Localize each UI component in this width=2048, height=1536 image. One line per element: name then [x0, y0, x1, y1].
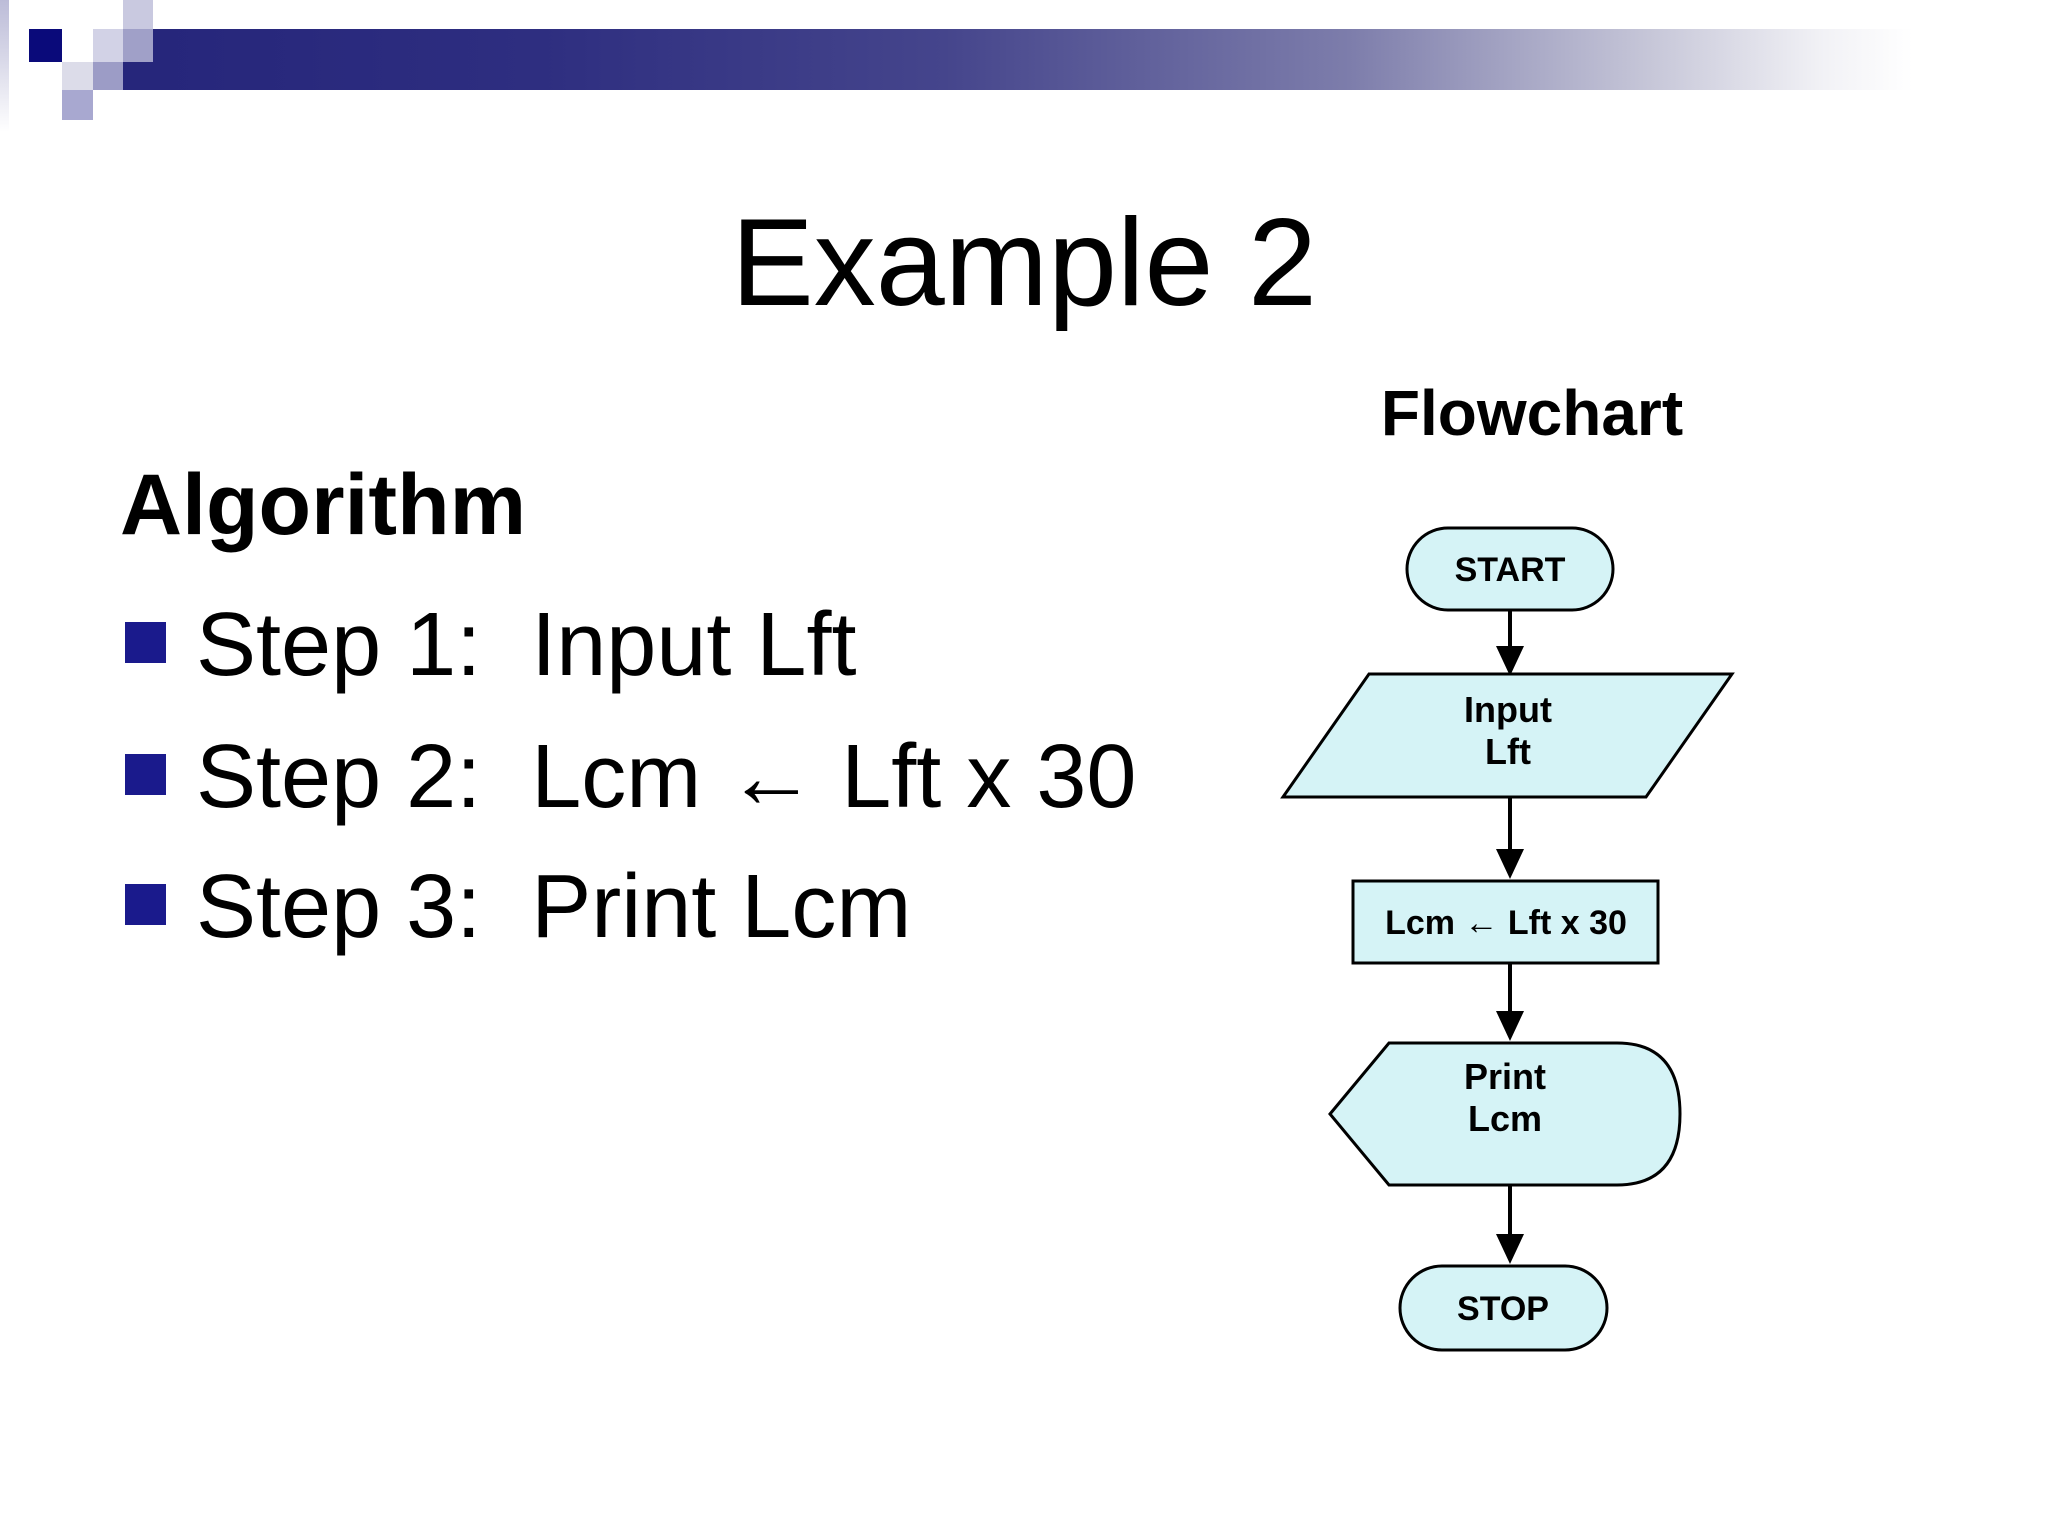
- arrow-input-to-process: [1496, 797, 1524, 879]
- arrow-print-to-stop: [1496, 1185, 1524, 1264]
- deco-bar-step: [123, 62, 154, 90]
- header-gradient-bar: [153, 29, 1913, 90]
- flowchart-heading: Flowchart: [1380, 377, 1684, 449]
- stop-terminator-shape: [1398, 1264, 1609, 1352]
- process-label: Lcm ← Lft x 30: [1385, 904, 1627, 942]
- stop-label: STOP: [1457, 1290, 1549, 1328]
- bullet-square-icon: [125, 884, 166, 925]
- deco-square-dark: [29, 29, 62, 62]
- step-3-text: Step 3: Print Lcm: [196, 857, 912, 957]
- deco-square-light: [93, 29, 123, 62]
- input-label-line2: Lft: [1485, 731, 1531, 772]
- step-2-text: Step 2: Lcm ← Lft x 30: [196, 727, 1137, 827]
- deco-square-medium-b: [93, 62, 123, 90]
- flowchart-diagram: START Input Lft Lcm ← Lft x 30 Print Lcm: [1280, 526, 1735, 1352]
- bullet-square-icon: [125, 754, 166, 795]
- slide-title: Example 2: [731, 194, 1317, 332]
- print-label-line1: Print: [1464, 1056, 1546, 1097]
- print-label-line2: Lcm: [1468, 1098, 1542, 1139]
- algorithm-step-row: Step 2: Lcm ← Lft x 30: [125, 730, 1136, 825]
- arrowhead-icon: [1496, 849, 1524, 879]
- print-display-shape: [1328, 1041, 1682, 1187]
- algorithm-heading: Algorithm: [120, 457, 527, 553]
- arrowhead-icon: [1496, 1234, 1524, 1264]
- deco-square-light-top: [123, 0, 153, 29]
- bullet-square-icon: [125, 622, 166, 663]
- deco-square-verylight: [62, 62, 93, 90]
- process-rectangle-shape: [1351, 879, 1660, 965]
- input-label-line1: Input: [1464, 689, 1552, 730]
- arrow-start-to-input: [1496, 610, 1524, 676]
- arrowhead-icon: [1496, 646, 1524, 676]
- start-label: START: [1455, 551, 1566, 589]
- deco-left-strip: [0, 0, 9, 132]
- algorithm-step-row: Step 1: Input Lft: [125, 598, 856, 693]
- input-parallelogram-shape: [1280, 672, 1735, 799]
- deco-square-medium-c: [62, 90, 93, 120]
- arrowhead-icon: [1496, 1011, 1524, 1041]
- deco-square-medium: [123, 29, 153, 62]
- arrow-process-to-print: [1496, 963, 1524, 1041]
- step-1-text: Step 1: Input Lft: [196, 595, 857, 695]
- algorithm-step-row: Step 3: Print Lcm: [125, 860, 911, 955]
